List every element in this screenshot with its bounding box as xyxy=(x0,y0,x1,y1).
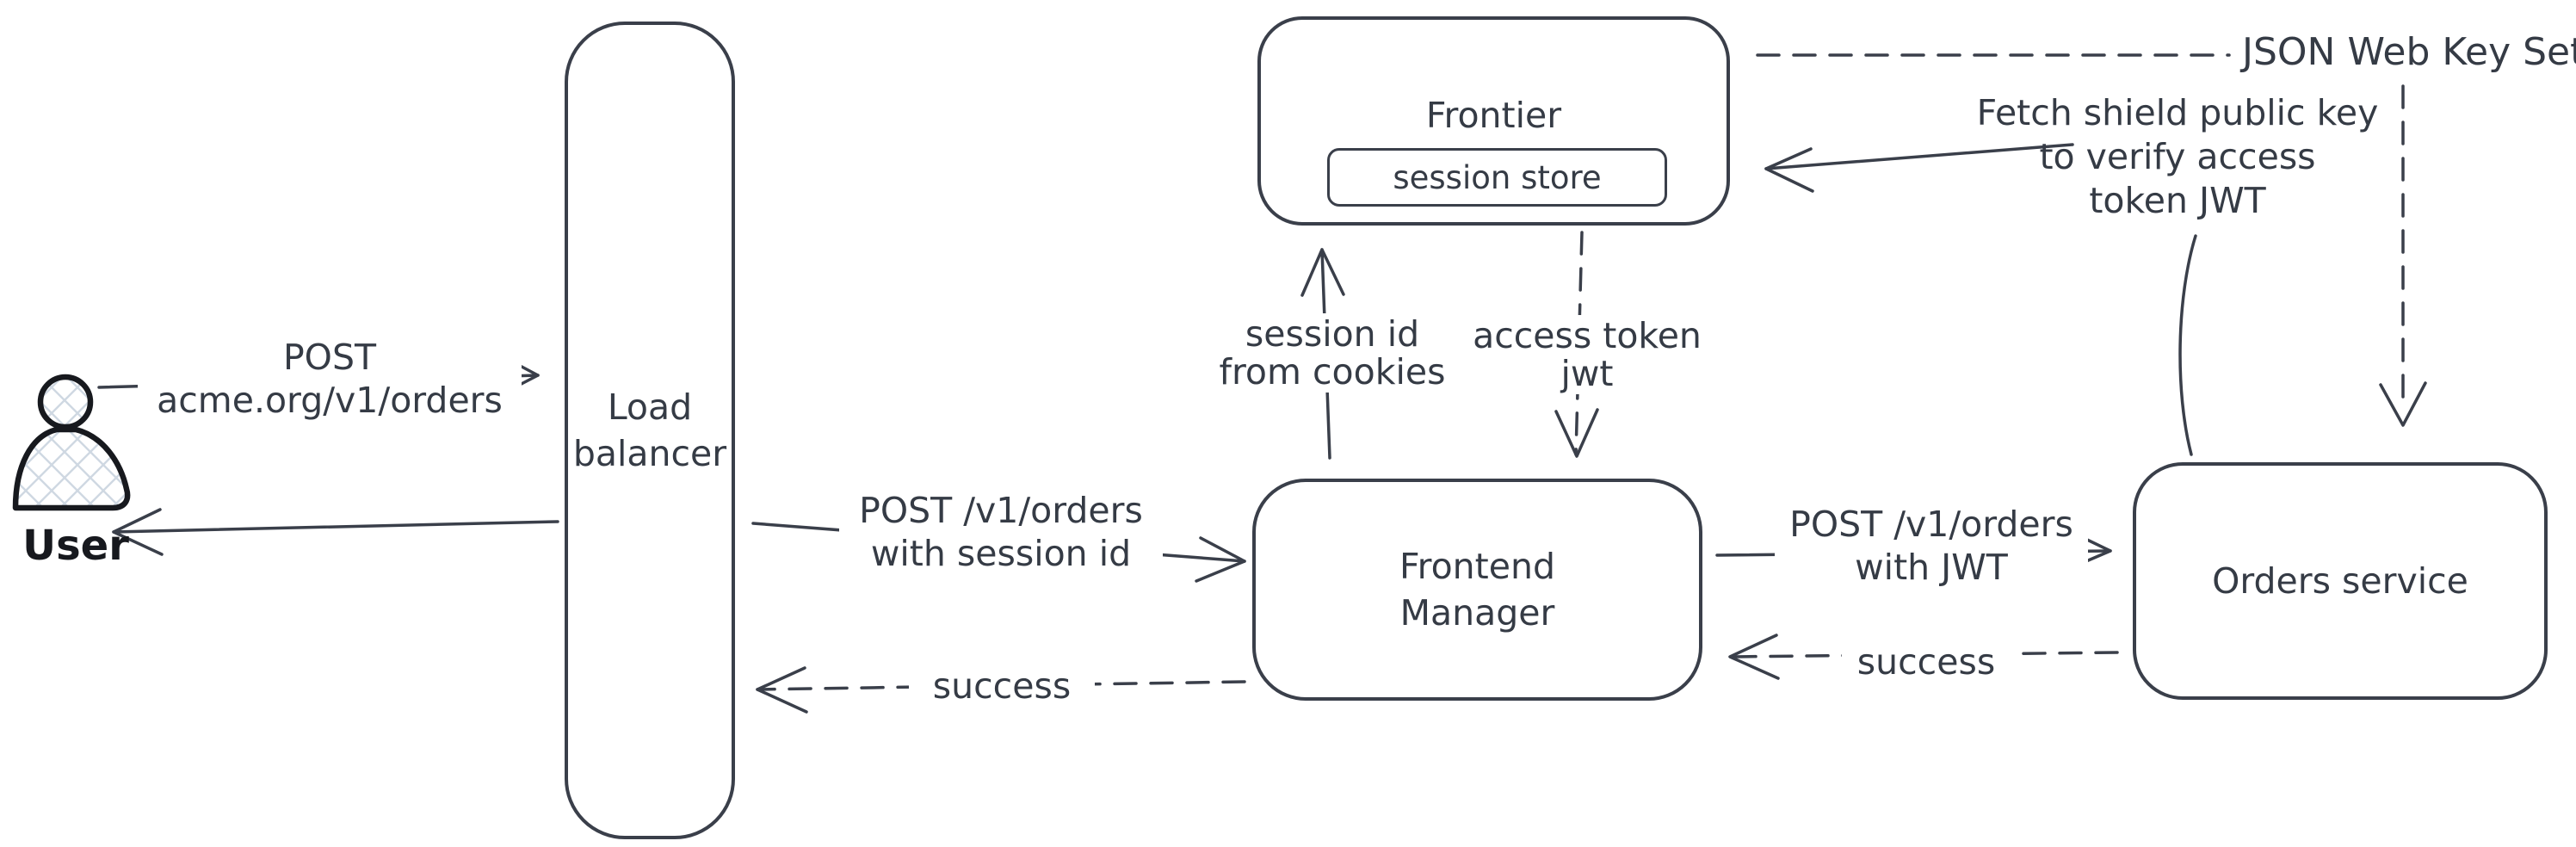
edge-label-session-id-cookies: session id from cookies xyxy=(1203,313,1461,393)
arrow-line xyxy=(1764,143,2074,170)
node-frontend-manager: Frontend Manager xyxy=(1252,479,1702,701)
edge-label-line: jwt xyxy=(1560,353,1614,394)
arrow-load-balancer-to-user xyxy=(112,508,559,556)
arrow-line xyxy=(2178,234,2197,456)
frontend-manager-label-line2: Manager xyxy=(1399,592,1555,634)
frontier-label: Frontier xyxy=(1425,95,1562,136)
edge-label-success-orders: success xyxy=(1842,639,2011,685)
edge-label-access-token-jwt: access token jwt xyxy=(1463,315,1711,394)
arrow-head xyxy=(1300,248,1345,297)
edge-label-post-orders-session-id: POST /v1/orders with session id xyxy=(839,487,1163,577)
orders-service-label: Orders service xyxy=(2212,560,2468,602)
edge-label-line: acme.org/v1/orders xyxy=(157,380,503,421)
edge-label-line: POST /v1/orders xyxy=(1789,504,2073,545)
edge-label-line: session id xyxy=(1245,313,1420,355)
edge-label-line: Fetch shield public key xyxy=(1976,92,2379,133)
node-session-store: session store xyxy=(1327,148,1667,207)
arrow-head xyxy=(756,666,808,714)
edge-label-fetch-shield-public-key: Fetch shield public key to verify access… xyxy=(1971,91,2384,223)
arrow-line xyxy=(756,680,1246,691)
edge-label-line: with session id xyxy=(870,533,1132,574)
arrow-frontier-to-orders-service-jwks xyxy=(1756,53,2427,427)
user-icon xyxy=(12,374,131,511)
arrow-head xyxy=(1554,408,1599,458)
edge-label-success-lb: success xyxy=(909,663,1095,709)
session-store-label: session store xyxy=(1393,158,1602,196)
edge-label-json-web-key-set: JSON Web Key Set xyxy=(2242,30,2576,74)
frontend-manager-label: Frontend Manager xyxy=(1399,543,1555,636)
node-orders-service: Orders service xyxy=(2133,462,2548,700)
edge-label-line: from cookies xyxy=(1219,351,1446,393)
arrow-head xyxy=(1764,147,1814,193)
user-body-icon xyxy=(12,426,131,511)
node-load-balancer: Load balancer xyxy=(565,22,735,839)
edge-label-post-orders-jwt: POST /v1/orders with JWT xyxy=(1775,501,2088,590)
edge-label-line: token JWT xyxy=(2089,180,2266,221)
arrow-head xyxy=(1728,634,1780,680)
edge-label-line: with JWT xyxy=(1855,547,2008,588)
arrow-head xyxy=(112,508,164,556)
edge-label-line: access token xyxy=(1473,315,1702,356)
user-head-icon xyxy=(37,374,94,430)
arrow-orders-service-to-frontier xyxy=(1764,143,2197,456)
load-balancer-label-line1: Load xyxy=(607,386,693,428)
arrow-head xyxy=(2379,381,2427,427)
load-balancer-label-line2: balancer xyxy=(572,433,727,474)
user-label: User xyxy=(22,522,129,570)
arrow-line xyxy=(112,520,559,534)
arrow-frontend-manager-to-load-balancer xyxy=(756,666,1246,714)
edge-label-line: to verify access xyxy=(2039,136,2316,177)
edge-label-line: POST xyxy=(282,337,377,378)
edge-label-post-acme-orders: POST acme.org/v1/orders xyxy=(138,334,522,424)
load-balancer-label: Load balancer xyxy=(573,384,726,477)
frontend-manager-label-line1: Frontend xyxy=(1399,546,1555,587)
edge-label-line: POST /v1/orders xyxy=(859,490,1143,531)
arrow-head xyxy=(1195,536,1246,583)
